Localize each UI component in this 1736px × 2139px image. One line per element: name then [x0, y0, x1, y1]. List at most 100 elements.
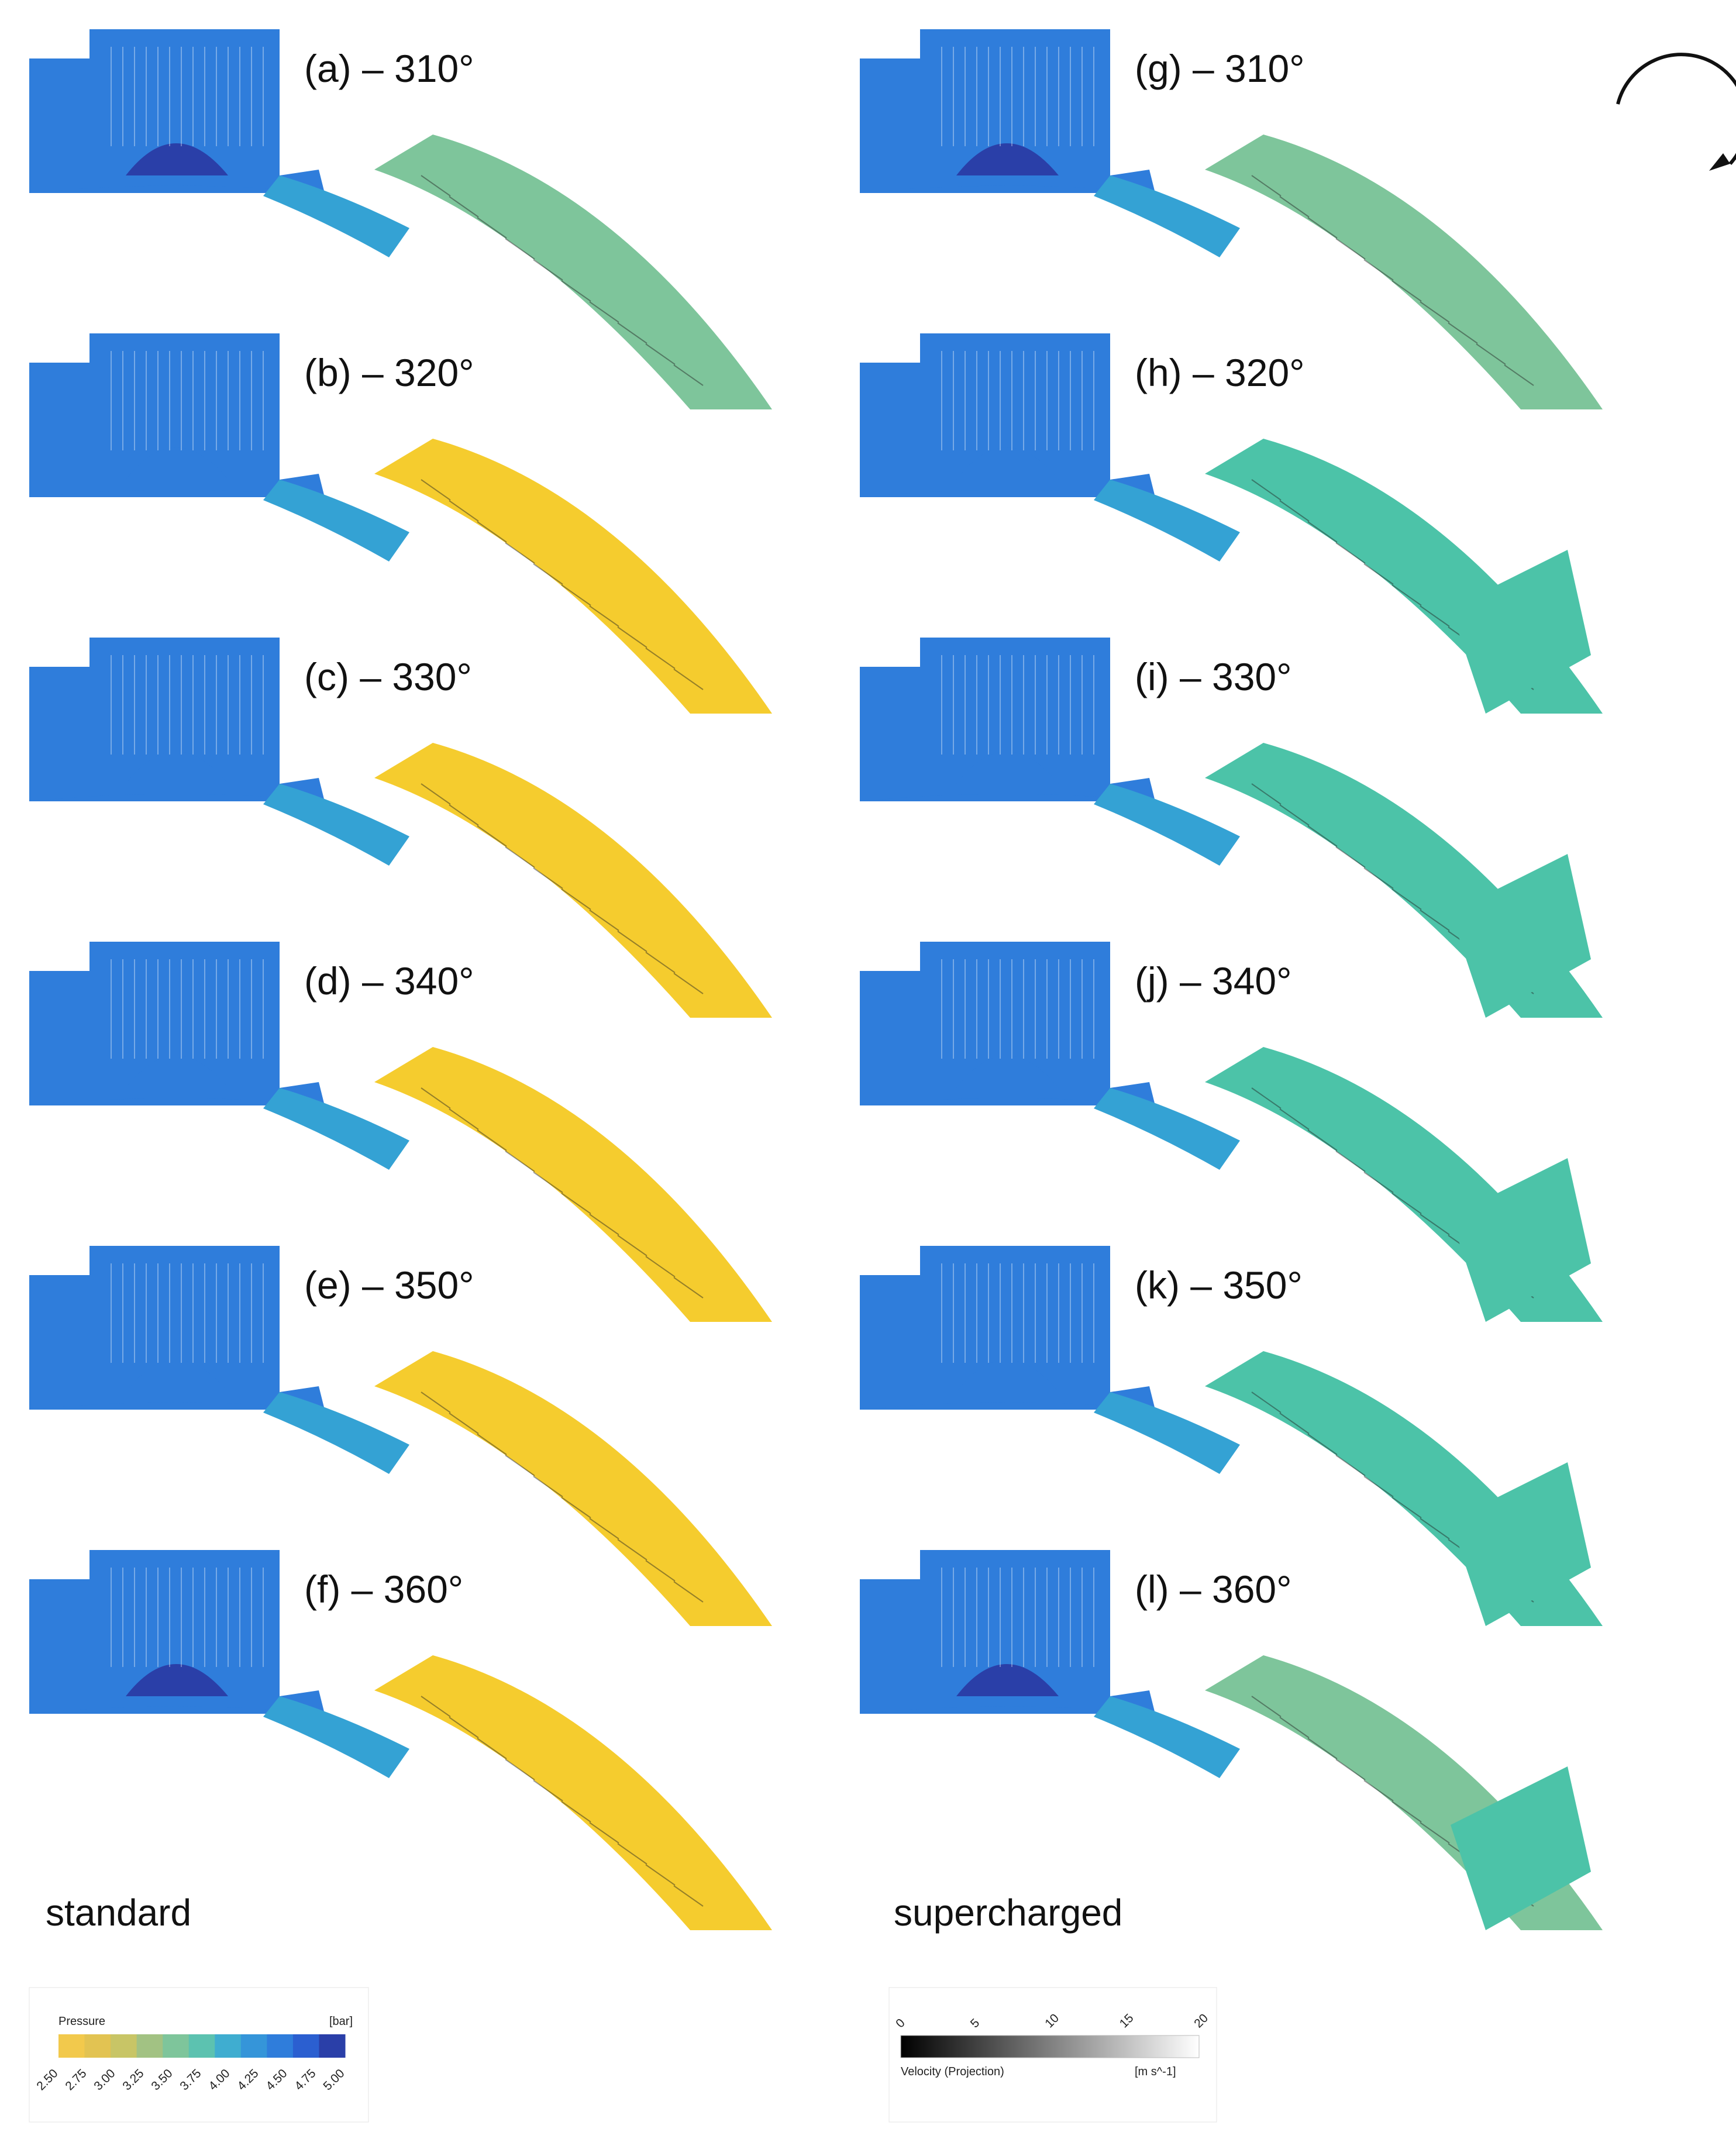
velocity-vector: [1335, 846, 1366, 868]
velocity-vector: [561, 280, 591, 302]
velocity-vector: [505, 1455, 535, 1476]
panel-label-b: (b) – 320°: [304, 351, 474, 394]
panel-label-i: (i) – 330°: [1135, 655, 1292, 698]
velocity-vector: [1391, 1497, 1422, 1518]
velocity-vector: [1363, 563, 1394, 585]
velocity-vector: [505, 1151, 535, 1172]
velocity-vector: [477, 825, 507, 847]
panel-label-c: (c) – 330°: [304, 655, 472, 698]
velocity-vector: [449, 804, 479, 826]
pressure-colorbar-segment: [215, 2034, 242, 2058]
panel-a: (a) – 310°: [29, 29, 772, 409]
pressure-bump: [126, 143, 228, 175]
panel-b: (b) – 320°: [29, 333, 772, 714]
velocity-vector: [421, 1696, 451, 1717]
velocity-vector: [505, 846, 535, 868]
pressure-legend-unit: [bar]: [329, 2015, 353, 2028]
velocity-vector: [589, 301, 619, 323]
transfer-duct: [1094, 1696, 1240, 1778]
velocity-vector: [533, 867, 563, 889]
velocity-vector: [673, 973, 704, 994]
pressure-bump: [126, 447, 228, 480]
adjacent-cell: [1451, 854, 1591, 1018]
velocity-vector: [617, 626, 647, 648]
rotor-channel: [374, 1655, 772, 1930]
velocity-vector: [589, 605, 619, 627]
velocity-vector: [421, 1087, 451, 1109]
velocity-vector: [645, 1256, 676, 1277]
velocity-vector: [449, 500, 479, 522]
pressure-colorbar-segment: [319, 2034, 346, 2058]
velocity-vector: [1335, 238, 1366, 260]
panel-label-j: (j) – 340°: [1135, 959, 1292, 1003]
velocity-vector: [1335, 1455, 1366, 1476]
velocity-vector: [1363, 1780, 1394, 1802]
velocity-vector: [533, 1780, 563, 1802]
velocity-vector: [589, 1822, 619, 1844]
velocity-vector: [1363, 867, 1394, 889]
velocity-vector: [617, 1539, 647, 1561]
velocity-vector: [1279, 196, 1310, 218]
velocity-vector: [533, 1476, 563, 1497]
velocity-vector: [1251, 783, 1282, 805]
pressure-bump: [956, 143, 1059, 175]
velocity-vector: [673, 669, 704, 690]
panel-d: (d) – 340°: [29, 942, 772, 1322]
clockwise-rotation-arrow-icon: [1616, 53, 1736, 171]
velocity-vector: [1335, 1759, 1366, 1780]
velocity-vector: [1307, 521, 1338, 543]
pressure-bump: [126, 1664, 228, 1696]
velocity-vector: [477, 1129, 507, 1151]
velocity-vector: [617, 1235, 647, 1256]
panel-e: (e) – 350°: [29, 1246, 772, 1626]
rotor-channel: [1205, 135, 1603, 409]
velocity-vector: [449, 1717, 479, 1738]
transfer-duct: [263, 480, 409, 562]
velocity-vector: [1363, 1476, 1394, 1497]
velocity-vector: [1391, 1801, 1422, 1823]
velocity-vector: [561, 1193, 591, 1214]
velocity-vector: [617, 1843, 647, 1865]
panel-g: (g) – 310°: [860, 29, 1603, 409]
velocity-vector: [1420, 910, 1450, 931]
adjacent-cell: [1451, 1158, 1591, 1322]
transfer-duct: [1094, 1392, 1240, 1474]
rotor-channel: [374, 439, 772, 714]
velocity-vector: [589, 1518, 619, 1539]
velocity-vector: [1307, 1129, 1338, 1151]
column-caption-supercharged: supercharged: [894, 1892, 1122, 1934]
velocity-vector: [1279, 1108, 1310, 1130]
velocity-vector: [1420, 1518, 1450, 1539]
transfer-duct: [263, 784, 409, 866]
pressure-colorbar-segment: [267, 2034, 294, 2058]
velocity-vector: [645, 1560, 676, 1582]
velocity-vector: [1251, 1391, 1282, 1413]
velocity-vector: [1307, 1738, 1338, 1759]
velocity-vector: [645, 343, 676, 365]
velocity-vector: [645, 952, 676, 973]
velocity-vector: [1363, 259, 1394, 281]
panel-i: (i) – 330°: [860, 638, 1603, 1018]
velocity-colorbar: [900, 2035, 1200, 2058]
pressure-colorbar-segment: [136, 2034, 163, 2058]
velocity-vector: [1251, 1087, 1282, 1109]
velocity-vector: [1279, 804, 1310, 826]
panel-f: (f) – 360°: [29, 1550, 772, 1930]
transfer-duct: [263, 175, 409, 257]
velocity-vector: [1476, 343, 1506, 365]
velocity-vector: [673, 1277, 704, 1298]
velocity-vector: [1335, 542, 1366, 564]
velocity-vector: [645, 647, 676, 669]
panel-label-f: (f) – 360°: [304, 1568, 463, 1611]
velocity-vector: [1448, 322, 1478, 344]
velocity-vector: [1420, 1214, 1450, 1235]
pressure-colorbar-segment: [111, 2034, 137, 2058]
pressure-legend-title: Pressure: [58, 2015, 105, 2028]
velocity-vector: [561, 1497, 591, 1518]
velocity-vector: [589, 910, 619, 931]
velocity-vector: [673, 1581, 704, 1603]
pressure-bump: [126, 752, 228, 784]
transfer-duct: [263, 1088, 409, 1170]
panel-k: (k) – 350°: [860, 1246, 1603, 1626]
velocity-vector: [421, 1391, 451, 1413]
